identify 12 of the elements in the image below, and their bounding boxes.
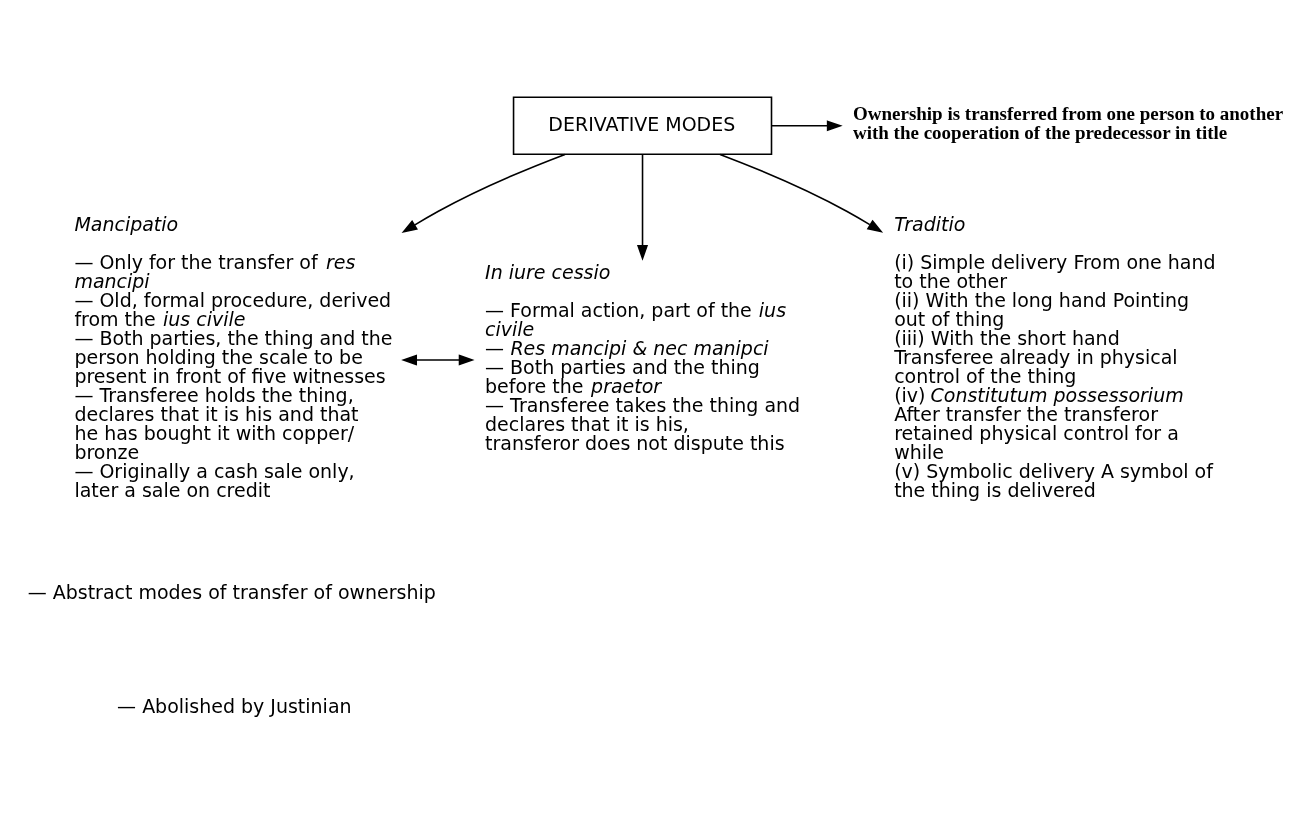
- node-text: Mancipatio — Only for the transfer of res mancipi — Old, formal procedure, derived from the ius civile — Both parties, the thing and the person holding the scale to be present in front of five witnesses — Transferee holds the thing, declares that it is his and that he has bought it with copper/ bronze — Originally a cash sale only, later a sale on credit: [74, 213, 393, 502]
- label: — Abolished by Justinian: [117, 695, 352, 718]
- arrow: [401, 153, 566, 234]
- arrow: [719, 153, 884, 233]
- node-text: Ownership is transferred from one person to another with the cooperation of the predecessor in title: [853, 103, 1284, 144]
- arrow: [637, 153, 649, 261]
- label: — Abstract modes of transfer of ownership: [27, 581, 436, 604]
- arrow: [770, 120, 843, 132]
- node-box: DERIVATIVE MODES: [512, 96, 773, 156]
- node-text: In iure cessio — Formal action, part of the ius civile — Res mancipi & nec manipci — Both parties and the thing before the praetor — Transferee takes the thing and declares that it is his, transferor does not dispute this: [485, 260, 801, 454]
- node-text: Traditio (i) Simple delivery From one hand to the other (ii) With the long hand Pointing out of thing (iii) With the short hand Transferee already in physical control of the thing (iv) Constitutum possessorium After transfer the transferor retained physical control for a while (v) Symbolic delivery A symbol of the thing is delivered: [894, 213, 1216, 502]
- arrow: [401, 354, 475, 366]
